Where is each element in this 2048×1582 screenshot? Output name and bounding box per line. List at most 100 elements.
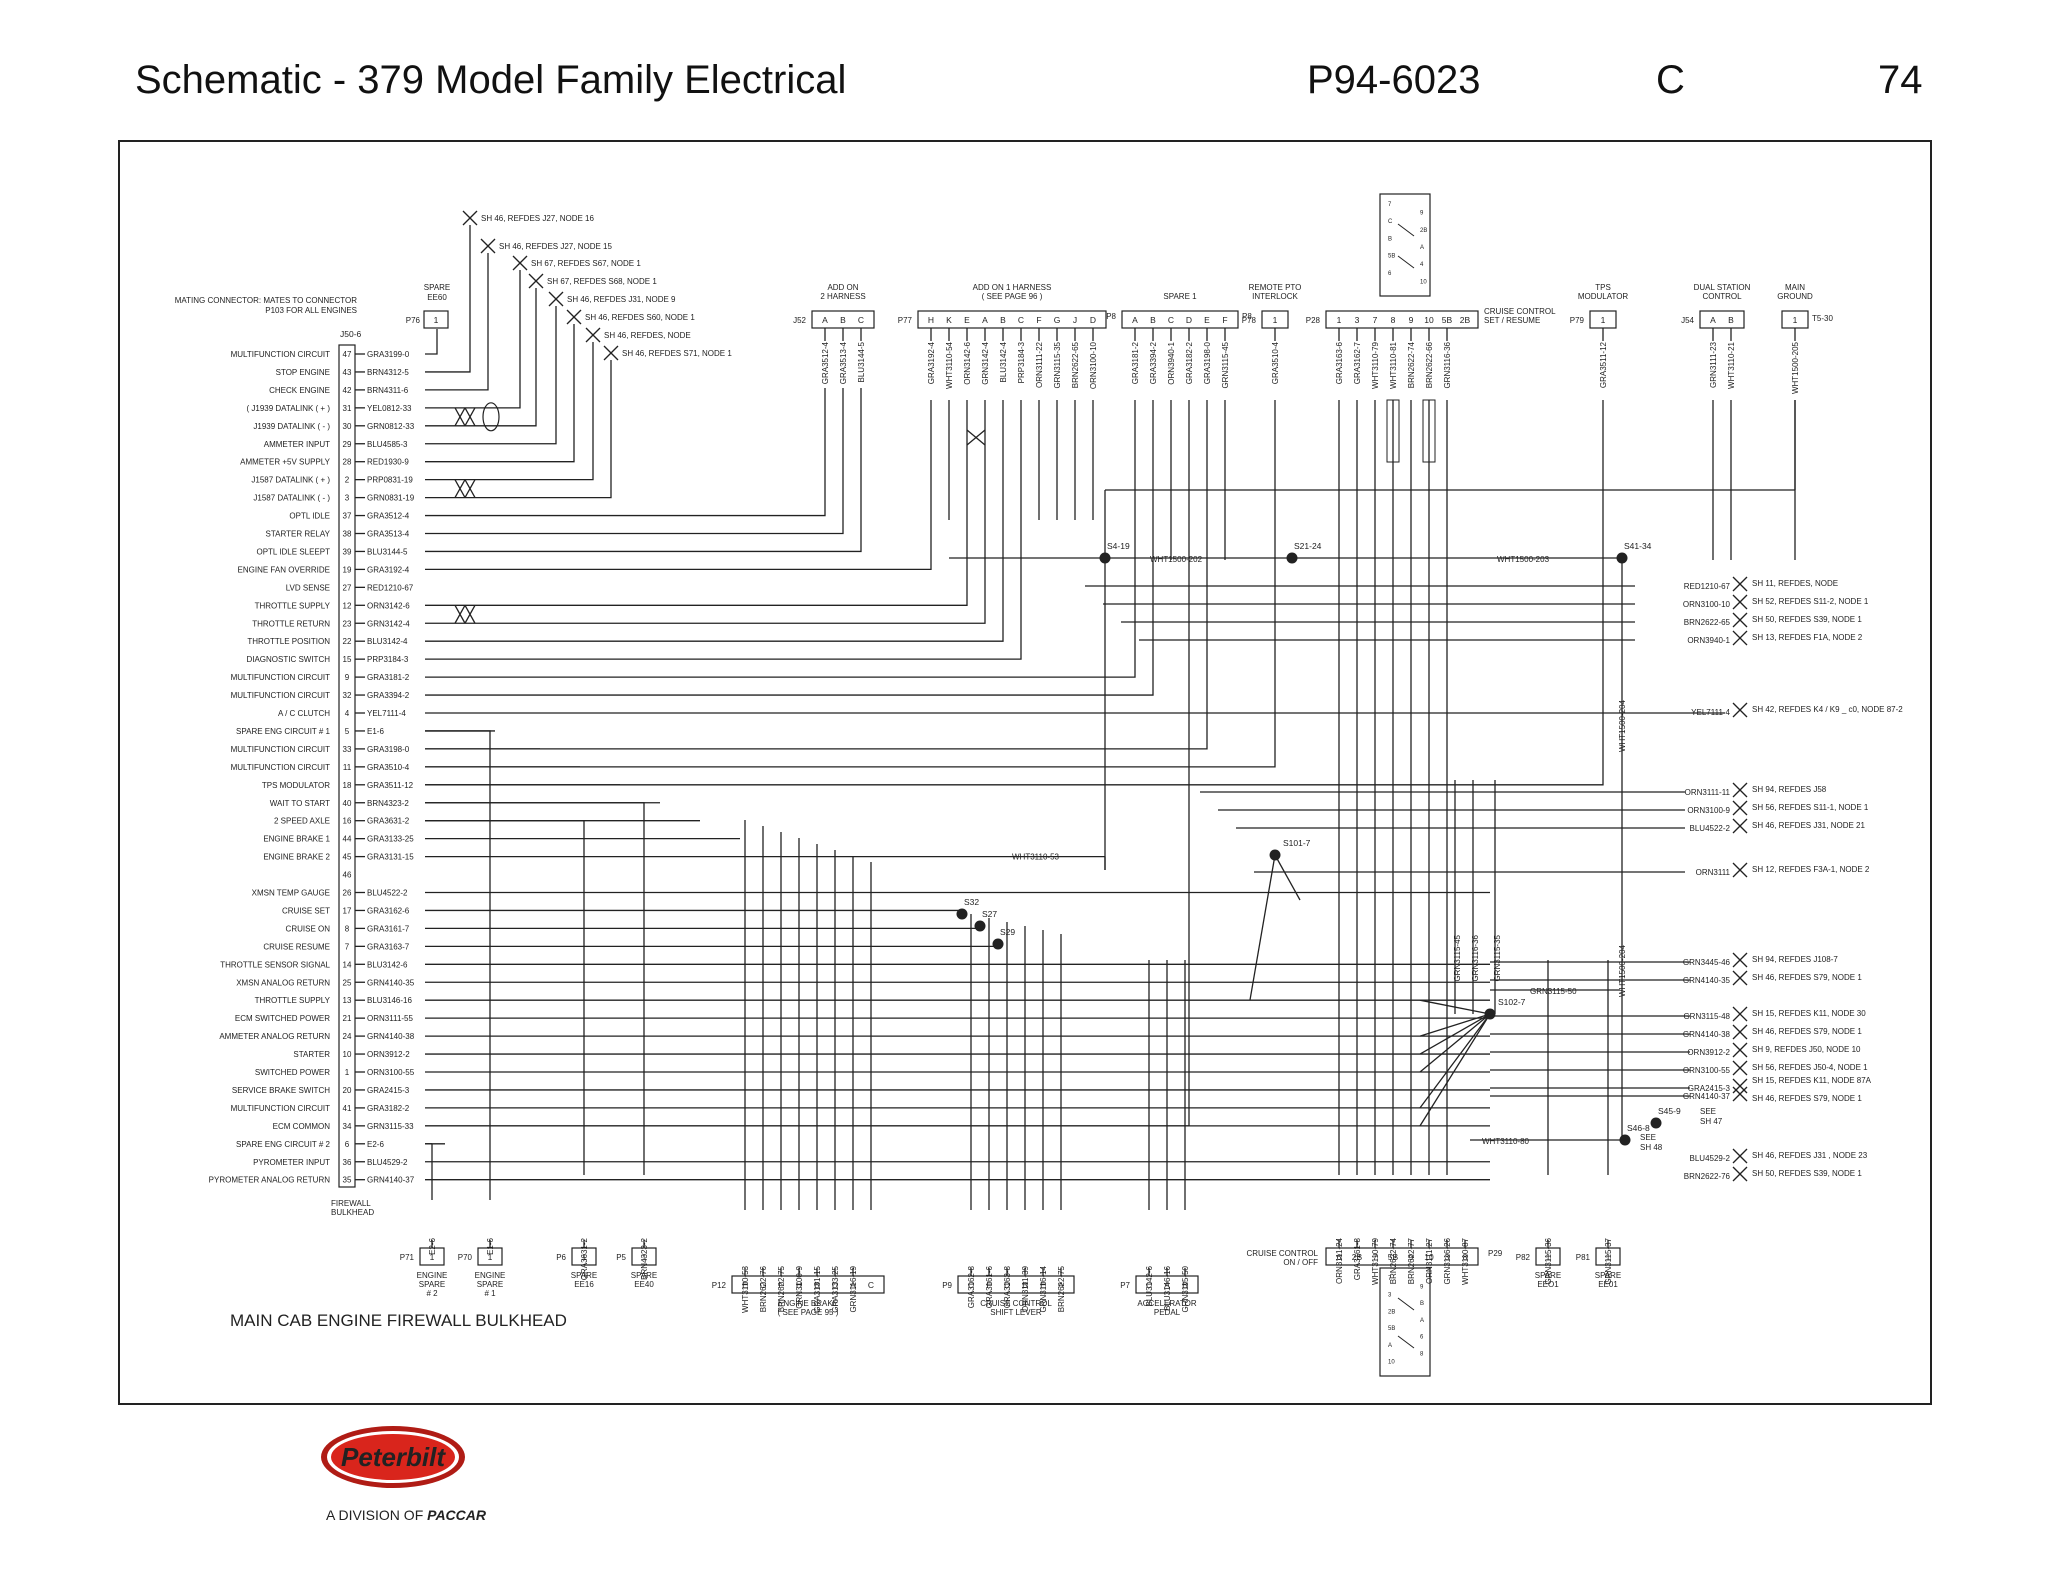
wire-label: GRN3142-4	[367, 619, 410, 628]
wire-label: GRA3181-2	[367, 673, 410, 682]
connector-body	[1325, 1247, 1479, 1266]
wire-label: GRA3192-4	[927, 341, 936, 384]
wire-label: WHT1500-204	[1618, 699, 1627, 752]
wire-label: GRA3182-2	[1185, 341, 1194, 384]
pin-number: 7	[345, 942, 350, 951]
connector-title: PEDAL	[1154, 1308, 1181, 1317]
pin-function-label: STARTER RELAY	[266, 530, 331, 539]
wire-label: RED1930-9	[367, 458, 409, 467]
connector-pin: 1	[642, 1252, 647, 1262]
pin-function-label: THROTTLE POSITION	[247, 637, 330, 646]
connector-pin: B	[814, 1280, 820, 1290]
splice-fan	[1274, 854, 1301, 901]
connector-pin: A	[1710, 315, 1716, 325]
connector-id: P29	[1488, 1249, 1503, 1258]
connector-title: SET / RESUME	[1484, 316, 1540, 325]
connector-pin: 10	[1424, 315, 1434, 325]
wire-label: GRN3116-14	[1039, 1265, 1048, 1312]
wire-label: GRA3192-4	[367, 565, 410, 574]
wire-label: WHT3110-80	[1482, 1137, 1530, 1146]
document-number: P94-6023	[1307, 58, 1481, 102]
wire-label: YEL7111-4	[367, 709, 406, 718]
switch-terminal: 2B	[1388, 1309, 1395, 1315]
pin-number: 3	[345, 494, 350, 503]
wire-label: GRN3115-50	[1181, 1265, 1190, 1312]
pin-number: 15	[343, 655, 352, 664]
pin-function-label: THROTTLE SUPPLY	[255, 601, 331, 610]
see-note: SH 48	[1640, 1143, 1663, 1152]
wire-label: BRN4323-2	[367, 799, 409, 808]
pin-number: 16	[343, 817, 352, 826]
wire-label: GRA3198-0	[1203, 341, 1212, 384]
wire-label: GRN3115-50	[1530, 987, 1577, 996]
pin-number: 37	[343, 512, 352, 521]
sheet-reference: SH 46, REFDES J31, NODE 21	[1752, 821, 1865, 830]
wire-label: BRN2622-65	[1071, 341, 1080, 388]
harness-wire	[425, 400, 1208, 750]
reference-termination	[1732, 952, 1748, 968]
twisted-pair	[454, 407, 466, 427]
pin-number: 17	[343, 906, 352, 915]
pin-function-label: AMMETER INPUT	[264, 440, 330, 449]
harness-wire	[425, 400, 986, 624]
pin-number: 5	[345, 727, 350, 736]
schematic-frame	[118, 140, 1932, 1405]
connector-pin: E	[1204, 315, 1210, 325]
wire-label: GRA3161-8	[1353, 1237, 1362, 1280]
connector-t5-30: 1	[1781, 310, 1809, 329]
wire-label: WHT3110-87	[1461, 1237, 1470, 1285]
wire-label: ORN3912-2	[1687, 1048, 1730, 1057]
connector-id: P76	[406, 316, 421, 325]
connector-id: P7	[1120, 1281, 1130, 1290]
connector-id: P71	[400, 1253, 415, 1262]
pin-function-label: SPARE ENG CIRCUIT # 2	[236, 1140, 331, 1149]
logo-oval-inner	[331, 1434, 455, 1480]
pin-function-label: ENGINE BRAKE 1	[263, 835, 330, 844]
wire-label: GRA3182-2	[367, 1104, 410, 1113]
spare-ee60-label: SPARE	[424, 283, 451, 292]
reference-termination	[1732, 1148, 1748, 1164]
pin-function-label: MULTIFUNCTION CIRCUIT	[231, 691, 331, 700]
sheet-reference: SH 52, REFDES S11-2, NODE 1	[1752, 597, 1869, 606]
switch-contact	[1397, 1297, 1415, 1311]
pin-function-label: AMMETER ANALOG RETURN	[219, 1032, 330, 1041]
connector-body	[423, 310, 449, 329]
harness-wire	[425, 730, 491, 1200]
connector-pin: H	[928, 315, 934, 325]
splice-fan	[1419, 1013, 1491, 1037]
connector-pin: C	[968, 1280, 974, 1290]
wire-label: ORN3142-6	[367, 601, 410, 610]
pin-number: 32	[343, 691, 352, 700]
wire-label: ORN3111-39	[1021, 1265, 1030, 1312]
wire-label: BRN2622-74	[1407, 341, 1416, 388]
wire-label: ORN3100-10	[1089, 341, 1098, 389]
reference-termination	[1732, 1006, 1748, 1022]
connector-id: T5-30	[1812, 314, 1833, 323]
harness-wire	[425, 388, 826, 517]
splice-label: S46-8	[1627, 1123, 1650, 1133]
wire-label: BRN4312-5	[367, 368, 409, 377]
switch-terminal: 6	[1388, 271, 1392, 277]
reference-termination	[1732, 1166, 1748, 1182]
pin-function-label: TPS MODULATOR	[262, 781, 330, 790]
reference-termination	[603, 345, 619, 361]
splice-s27	[974, 920, 986, 932]
mating-connector-note: MATING CONNECTOR: MATES TO CONNECTOR	[175, 296, 357, 305]
pin-function-label: PYROMETER INPUT	[253, 1158, 330, 1167]
wire-label: BLU3142-4	[999, 341, 1008, 382]
ladder-wire	[425, 324, 575, 463]
connector-pin: 1	[1601, 315, 1606, 325]
logo-wordmark: Peterbilt	[341, 1442, 446, 1472]
switch-contact	[1397, 1335, 1415, 1349]
wire-label: GRN3116-36	[1443, 341, 1452, 388]
reference-termination	[566, 309, 582, 325]
reference-termination	[585, 327, 601, 343]
reference-termination	[548, 291, 564, 307]
connector-id: P77	[898, 316, 913, 325]
wire-label: BLU4529-2	[367, 1158, 408, 1167]
splice-label: S4-19	[1107, 541, 1130, 551]
